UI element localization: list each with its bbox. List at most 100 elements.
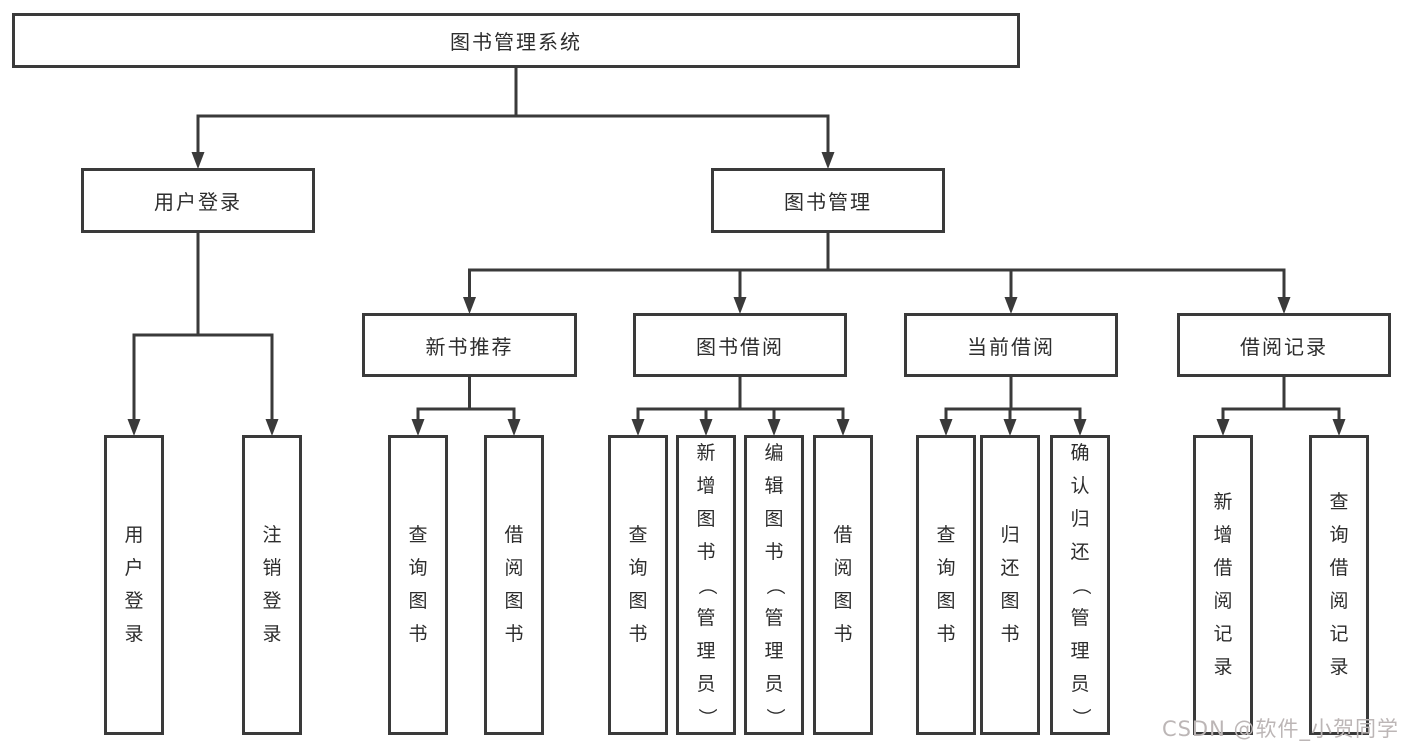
arrowhead bbox=[265, 419, 279, 436]
node-label-char: 查 bbox=[936, 524, 956, 546]
node-label-char: 认 bbox=[1070, 474, 1090, 497]
node-label-char: 书 bbox=[408, 623, 428, 645]
arrowhead bbox=[507, 419, 521, 436]
node-label: 图书管理 bbox=[784, 190, 872, 214]
node-label-char: 阅 bbox=[504, 557, 524, 579]
arrowhead bbox=[1216, 419, 1230, 436]
node-label: 借阅记录 bbox=[1240, 334, 1328, 359]
node-query-borrow-record: 查询借阅记录 bbox=[1309, 435, 1369, 735]
arrowhead bbox=[1073, 419, 1087, 436]
arrowhead bbox=[1004, 297, 1018, 314]
arrowhead bbox=[191, 152, 205, 169]
node-label-char: 编 bbox=[764, 441, 784, 464]
node-label-char: 图 bbox=[696, 507, 716, 530]
arrowhead bbox=[1277, 297, 1291, 314]
node-label-char: 户 bbox=[124, 557, 144, 579]
node-label-char: 图 bbox=[833, 590, 853, 612]
node-label-char: 书 bbox=[696, 540, 716, 563]
node-root: 图书管理系统 bbox=[12, 13, 1020, 68]
node-label-char: （ bbox=[695, 575, 718, 595]
node-label-char: 管 bbox=[696, 606, 716, 629]
arrowhead bbox=[767, 419, 781, 436]
arrowhead bbox=[631, 419, 645, 436]
node-label-char: 理 bbox=[1070, 639, 1090, 662]
node-label-char: ） bbox=[695, 707, 718, 727]
node-label-char: 查 bbox=[1329, 491, 1349, 513]
node-label-char: 还 bbox=[1070, 540, 1090, 563]
node-label-char: 录 bbox=[1213, 656, 1233, 678]
node-label-char: 归 bbox=[1070, 507, 1090, 530]
node-label-char: 书 bbox=[833, 623, 853, 645]
node-label-char: ） bbox=[763, 707, 786, 727]
node-label-char: 图 bbox=[504, 590, 524, 612]
node-label-char: 记 bbox=[1213, 623, 1233, 645]
node-label-char: 记 bbox=[1329, 623, 1349, 645]
node-label-char: 新 bbox=[696, 441, 716, 464]
node-return-book: 归还图书 bbox=[980, 435, 1040, 735]
arrowhead bbox=[939, 419, 953, 436]
node-confirm-return-admin: 确认归还（管理员） bbox=[1050, 435, 1110, 735]
node-label-char: 查 bbox=[628, 524, 648, 546]
node-logout: 注销登录 bbox=[242, 435, 302, 735]
node-label-char: （ bbox=[1069, 575, 1092, 595]
node-label: 新书推荐 bbox=[425, 334, 514, 359]
node-label-char: 辑 bbox=[764, 474, 784, 497]
node-label-char: 阅 bbox=[833, 557, 853, 579]
node-label-char: 图 bbox=[764, 507, 784, 530]
node-label-char: 书 bbox=[504, 623, 524, 645]
node-label-char: 销 bbox=[262, 557, 282, 579]
arrowhead bbox=[1003, 419, 1017, 436]
node-query-book-b: 查询图书 bbox=[608, 435, 668, 735]
node-book-borrow: 图书借阅 bbox=[633, 313, 847, 377]
arrowhead bbox=[463, 297, 476, 314]
node-label-char: 增 bbox=[1213, 524, 1233, 546]
node-new-book-rec: 新书推荐 bbox=[362, 313, 577, 377]
node-label-char: 录 bbox=[124, 623, 144, 645]
node-login: 用户登录 bbox=[104, 435, 164, 735]
arrowhead bbox=[127, 419, 141, 436]
node-label-char: 阅 bbox=[1329, 590, 1349, 612]
node-user-login: 用户登录 bbox=[81, 168, 315, 233]
node-label-char: 书 bbox=[1000, 623, 1020, 645]
node-label-char: 员 bbox=[696, 672, 716, 695]
node-label-char: 借 bbox=[1213, 557, 1233, 579]
node-label-char: 书 bbox=[764, 540, 784, 563]
node-borrow-book-a: 借阅图书 bbox=[484, 435, 544, 735]
node-label-char: 还 bbox=[1000, 557, 1020, 579]
node-add-book-admin: 新增图书 （ 管理员 ） bbox=[676, 435, 736, 735]
node-label-char: 书 bbox=[936, 623, 956, 645]
arrowhead bbox=[411, 419, 425, 436]
node-label-char: 注 bbox=[262, 524, 282, 546]
arrowhead bbox=[733, 297, 747, 314]
node-label-char: 录 bbox=[1329, 656, 1349, 678]
arrowhead bbox=[821, 152, 835, 169]
node-label-char: 借 bbox=[1329, 557, 1349, 579]
arrowhead bbox=[1332, 419, 1346, 436]
node-label-char: 理 bbox=[696, 639, 716, 662]
node-label-char: 书 bbox=[628, 623, 648, 645]
node-label-char: 增 bbox=[696, 474, 716, 497]
node-label-char: 图 bbox=[628, 590, 648, 612]
node-label-char: 确 bbox=[1070, 441, 1090, 464]
node-label-char: 管 bbox=[1070, 606, 1090, 629]
node-label-char: 新 bbox=[1213, 491, 1233, 513]
node-label-char: 询 bbox=[408, 557, 428, 579]
node-borrow-book-b: 借阅图书 bbox=[813, 435, 873, 735]
node-label-char: 借 bbox=[504, 524, 524, 546]
node-label-char: 理 bbox=[764, 639, 784, 662]
node-label-char: 用 bbox=[124, 524, 144, 546]
node-label-char: 登 bbox=[124, 590, 144, 612]
arrowhead bbox=[699, 419, 713, 436]
node-label-char: 图 bbox=[1000, 590, 1020, 612]
node-label-char: 管 bbox=[764, 606, 784, 629]
node-borrow-records: 借阅记录 bbox=[1177, 313, 1391, 377]
node-label-char: 归 bbox=[1000, 524, 1020, 546]
watermark: CSDN @软件_小贺同学 bbox=[1161, 717, 1399, 741]
node-label: 图书借阅 bbox=[696, 334, 784, 359]
node-label-char: （ bbox=[763, 575, 786, 595]
node-current-borrow: 当前借阅 bbox=[904, 313, 1118, 377]
node-label-char: 员 bbox=[764, 672, 784, 695]
node-add-borrow-record: 新增借阅记录 bbox=[1193, 435, 1253, 735]
node-label-char: 员 bbox=[1070, 672, 1090, 695]
node-label-char: 查 bbox=[408, 524, 428, 546]
